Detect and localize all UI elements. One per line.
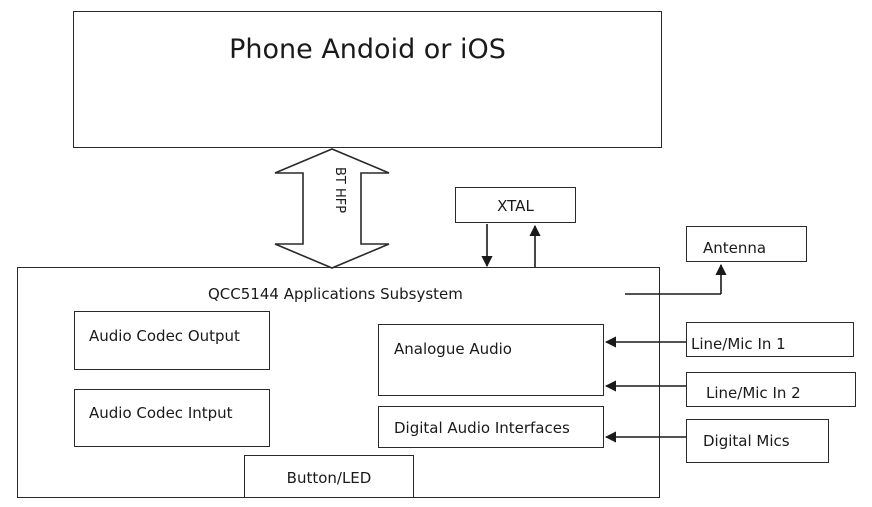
audio-codec-output-block: Audio Codec Output <box>74 311 270 370</box>
antenna-box: Antenna <box>686 226 807 262</box>
digital-audio-interfaces-block: Digital Audio Interfaces <box>378 406 604 448</box>
analogue-audio-label: Analogue Audio <box>394 340 512 358</box>
analogue-audio-block: Analogue Audio <box>378 324 604 396</box>
antenna-label: Antenna <box>703 239 767 257</box>
button-led-block: Button/LED <box>244 455 414 498</box>
line-mic-in-2-label: Line/Mic In 2 <box>706 384 801 402</box>
bt-hfp-label: BT HFP <box>332 167 347 213</box>
subsystem-label: QCC5144 Applications Subsystem <box>208 285 463 303</box>
phone-label: Phone Andoid or iOS <box>229 34 506 65</box>
bt-hfp-arrow <box>274 148 390 269</box>
xtal-label: XTAL <box>497 197 534 215</box>
xtal-box: XTAL <box>455 187 576 223</box>
line-mic-in-1-box: Line/Mic In 1 <box>686 322 854 357</box>
digital-mics-label: Digital Mics <box>703 432 790 450</box>
phone-box: Phone Andoid or iOS <box>73 11 662 148</box>
line-mic-in-1-label: Line/Mic In 1 <box>691 335 786 353</box>
line-mic-in-2-box: Line/Mic In 2 <box>686 372 856 407</box>
digital-mics-box: Digital Mics <box>686 419 829 463</box>
audio-codec-input-label: Audio Codec Intput <box>89 404 233 422</box>
digital-audio-interfaces-label: Digital Audio Interfaces <box>394 419 570 437</box>
audio-codec-input-block: Audio Codec Intput <box>74 389 270 447</box>
audio-codec-output-label: Audio Codec Output <box>89 327 240 345</box>
button-led-label: Button/LED <box>286 469 372 487</box>
